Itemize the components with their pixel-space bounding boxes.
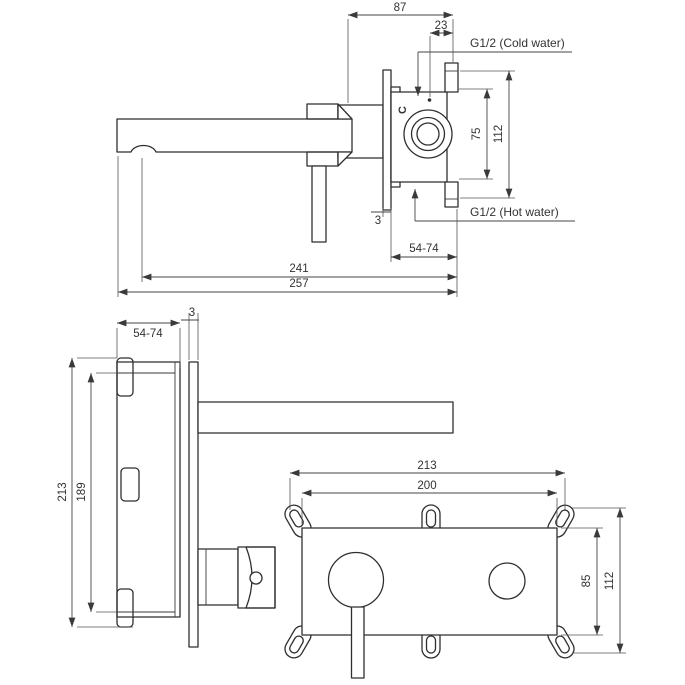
nut-cone-top [337,103,353,120]
cold-inlet-stub [444,62,459,93]
box-front-geometry [284,504,575,679]
dim-213: 213 [57,482,69,501]
box-side-geometry [116,357,454,648]
cartridge-mark-label: C [397,106,409,114]
dim-112: 112 [493,125,505,143]
rough-in-box-side [116,361,181,618]
dim-112: 112 [604,572,616,590]
box-front-view: 213 200 85 112 [284,460,626,679]
cartridge-center-mark [427,98,432,102]
faucet-side-dimensions: 87 23 G1/2 (Cold water) 75 112 3 [117,2,575,297]
dim-75: 75 [471,128,483,141]
cap-set-screw [249,571,263,585]
hot-inlet-stub [444,181,459,208]
mixer-cartridge-circle [327,551,385,609]
dim-87: 87 [394,2,407,14]
spout-body [116,118,353,153]
dim-241: 241 [289,263,308,275]
spout-box-view [197,401,454,434]
knurled-nut-top [306,103,339,120]
cold-water-label: G1/2 (Cold water) [470,36,565,50]
dim-85: 85 [581,575,593,588]
box-side-view: 54-74 3 213 189 [57,307,454,648]
wall-plate-side [382,69,392,211]
box-side-dimensions: 54-74 3 213 189 [57,307,199,628]
faucet-side-geometry: C [116,62,459,243]
wall-plate-box-view [188,361,199,648]
faucet-side-view: C 87 23 G1/2 (Cold water) 75 [116,2,575,297]
dim-213: 213 [417,460,436,472]
knurled-cap-hatch [245,546,276,609]
lever-handle-side [311,165,327,243]
dim-3: 3 [189,307,195,319]
dim-189: 189 [76,482,88,501]
dim-54-74: 54-74 [133,328,163,340]
dim-3: 3 [375,215,381,227]
cartridge-inner-circle [416,122,440,146]
nut-cone-bottom [337,151,353,167]
dim-257: 257 [289,278,308,290]
box-front-dimensions: 213 200 85 112 [289,460,626,654]
dim-54-74: 54-74 [409,243,439,255]
knurled-nut-bottom [306,151,339,167]
lever-handle-front [350,606,365,679]
cartridge-neck [197,548,239,606]
spout-outlet-circle [488,562,526,600]
mounting-tab-top [116,357,134,397]
dim-23: 23 [435,20,448,32]
box-clip-window [120,467,140,502]
hot-water-label: G1/2 (Hot water) [470,205,559,219]
dim-200: 200 [417,480,436,492]
